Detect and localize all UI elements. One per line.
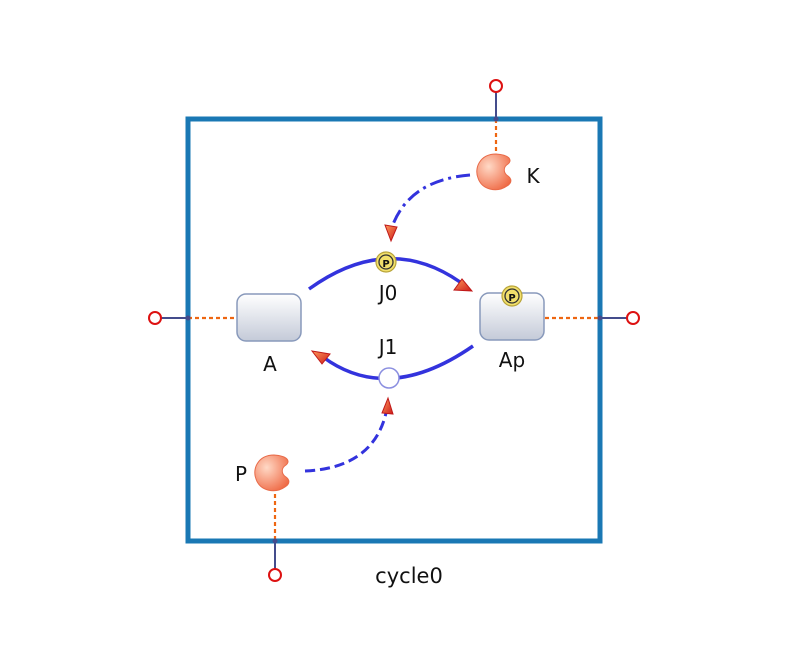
reaction-j1-arrowhead <box>310 350 331 365</box>
compartment-label: cycle0 <box>375 564 443 588</box>
port-links <box>188 119 600 541</box>
reaction-j1-label: J1 <box>377 335 398 359</box>
reaction-j0-arrowhead <box>453 278 474 292</box>
port-a[interactable] <box>148 311 191 325</box>
reaction-j0[interactable]: P <box>307 251 474 292</box>
enzyme-p-label: P <box>235 462 247 486</box>
species-a-node[interactable] <box>236 293 302 342</box>
reaction-j1[interactable] <box>310 344 474 389</box>
species-ap-label: Ap <box>499 348 525 372</box>
port-ap[interactable] <box>597 311 640 325</box>
species-ap-phospho-icon: P <box>501 285 523 307</box>
port-node-ap[interactable] <box>626 311 640 325</box>
enzyme-p[interactable]: P <box>235 454 290 492</box>
port-node-k[interactable] <box>489 79 503 93</box>
reaction-j0-label: J0 <box>377 281 398 305</box>
enzyme-k-label: K <box>526 164 540 188</box>
port-node-a[interactable] <box>148 311 162 325</box>
modifier-p-arrowhead <box>381 396 394 415</box>
modifier-p-j1[interactable] <box>304 396 394 473</box>
reaction-j1-node[interactable] <box>378 367 400 389</box>
modifier-k-arrowhead <box>384 224 398 243</box>
port-node-p[interactable] <box>268 568 282 582</box>
reaction-j0-phospho-icon: P <box>375 251 397 273</box>
svg-text:P: P <box>508 293 515 304</box>
enzyme-k-icon[interactable] <box>476 153 512 191</box>
species-a[interactable]: A <box>236 293 302 376</box>
modifier-k-j0[interactable] <box>384 173 471 243</box>
svg-text:P: P <box>382 259 389 270</box>
compartment-border <box>185 116 603 544</box>
species-ap[interactable]: P Ap <box>479 285 545 372</box>
species-a-label: A <box>263 352 277 376</box>
port-k[interactable] <box>489 79 503 122</box>
enzyme-k[interactable]: K <box>476 153 541 191</box>
ports <box>148 79 640 582</box>
enzyme-p-icon[interactable] <box>254 454 290 492</box>
port-p[interactable] <box>268 538 282 582</box>
